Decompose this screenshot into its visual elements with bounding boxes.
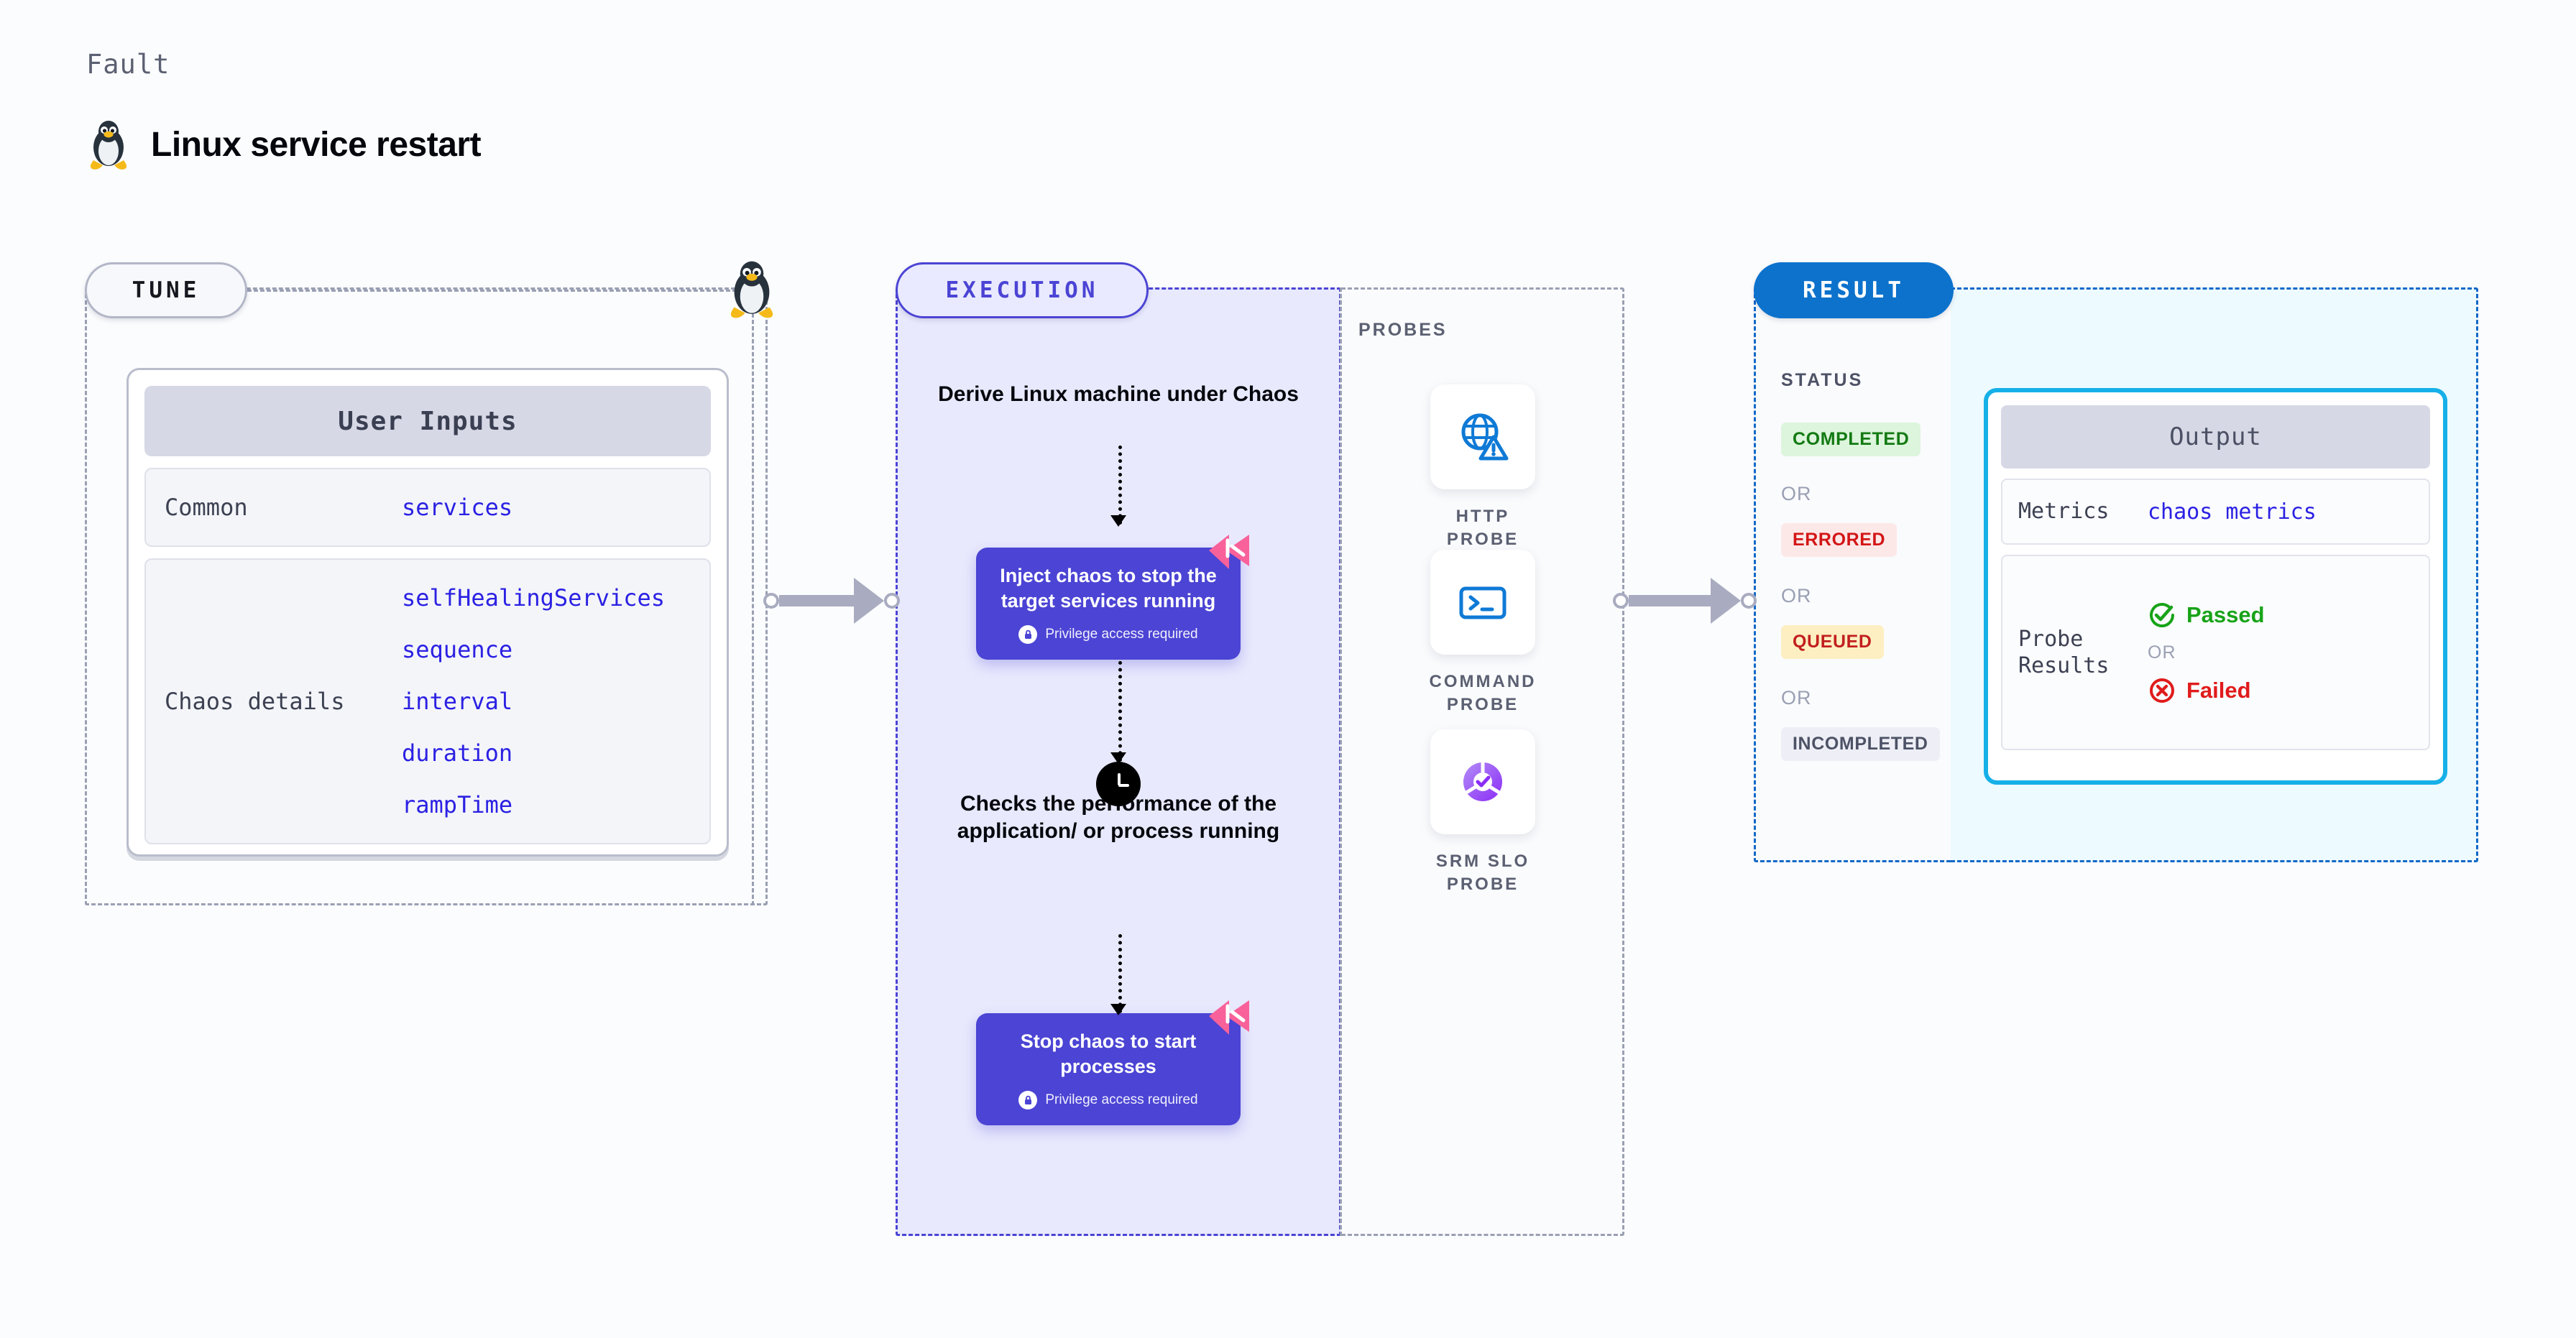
status-badge-completed: COMPLETED xyxy=(1781,423,1921,456)
page-title-row: Linux service restart xyxy=(86,119,482,170)
page-title: Linux service restart xyxy=(151,125,482,164)
tune-input-interval[interactable]: interval xyxy=(402,688,513,715)
connector-tune-to-execution xyxy=(763,578,900,624)
connector-execution-to-result xyxy=(1613,578,1757,624)
probe-caption: COMMAND PROBE xyxy=(1429,672,1537,715)
lock-icon xyxy=(1018,625,1038,645)
node-privilege-note: Privilege access required xyxy=(989,1091,1228,1110)
tune-section-common: Common services xyxy=(144,468,711,547)
terminal-icon xyxy=(1430,550,1535,655)
tune-section-label: Common xyxy=(165,494,248,521)
probe-http[interactable]: HTTP PROBE xyxy=(1425,384,1541,552)
status-badge-queued: QUEUED xyxy=(1781,625,1884,659)
tune-section-label: Chaos details xyxy=(165,688,345,715)
user-inputs-card: User Inputs Common services Chaos detail… xyxy=(126,368,729,857)
check-circle-icon xyxy=(2150,602,2174,627)
node-title: Stop chaos to start processes xyxy=(1020,1030,1197,1078)
stage-pill-execution[interactable]: EXECUTION xyxy=(896,262,1149,318)
lock-icon xyxy=(1018,1091,1038,1110)
probe-caption: SRM SLO PROBE xyxy=(1435,852,1530,895)
probe-caption: HTTP PROBE xyxy=(1446,507,1519,550)
probes-section-label: PROBES xyxy=(1358,320,1448,340)
status-badge-errored: ERRORED xyxy=(1781,523,1898,557)
probe-result-failed-label: Failed xyxy=(2186,677,2251,703)
tune-input-ramptime[interactable]: rampTime xyxy=(402,791,513,818)
tune-input-selfhealingservices[interactable]: selfHealingServices xyxy=(402,584,666,612)
tune-input-services[interactable]: services xyxy=(402,494,513,521)
stage-pill-result[interactable]: RESULT xyxy=(1754,262,1954,318)
page-eyebrow: Fault xyxy=(86,49,170,80)
tune-input-duration[interactable]: duration xyxy=(402,739,513,767)
status-section-label: STATUS xyxy=(1781,370,1864,390)
user-inputs-card-title: User Inputs xyxy=(144,386,711,456)
node-privilege-note: Privilege access required xyxy=(989,625,1228,645)
status-badge-incompleted: INCOMPLETED xyxy=(1781,727,1940,761)
execution-node-inject-chaos[interactable]: Inject chaos to stop the target services… xyxy=(976,535,1249,660)
linux-penguin-marker-icon xyxy=(726,259,778,323)
status-or-label: OR xyxy=(1781,585,1812,606)
tune-input-sequence[interactable]: sequence xyxy=(402,636,513,663)
tune-section-chaos-details: Chaos details selfHealingServices sequen… xyxy=(144,558,711,844)
execution-probes-divider xyxy=(1340,287,1342,1236)
status-or-label: OR xyxy=(1781,687,1812,709)
stage-pill-tune[interactable]: TUNE xyxy=(85,262,247,318)
output-card-title: Output xyxy=(2001,405,2430,469)
probe-result-passed-label: Passed xyxy=(2186,601,2265,627)
node-privilege-label: Privilege access required xyxy=(1045,1092,1198,1108)
harness-chaos-badge-icon xyxy=(1209,535,1249,569)
tune-vertical-line xyxy=(752,287,754,905)
output-probe-results-label: Probe Results xyxy=(2018,626,2110,679)
slo-donut-check-icon xyxy=(1430,729,1535,834)
clock-icon xyxy=(1096,762,1141,806)
linux-penguin-icon xyxy=(86,119,131,170)
x-circle-icon xyxy=(2150,678,2174,703)
probe-command[interactable]: COMMAND PROBE xyxy=(1425,550,1541,717)
output-card: Output Metrics chaos metrics Probe Resul… xyxy=(1984,388,2447,785)
probe-result-passed: Passed xyxy=(2148,601,2265,629)
execution-step-derive-machine: Derive Linux machine under Chaos xyxy=(938,382,1299,406)
probe-result-or-label: OR xyxy=(2148,642,2176,663)
harness-chaos-badge-icon xyxy=(1209,1000,1249,1035)
probe-result-failed: Failed xyxy=(2148,676,2265,705)
node-privilege-label: Privilege access required xyxy=(1045,627,1198,642)
execution-node-stop-chaos[interactable]: Stop chaos to start processes Privilege … xyxy=(976,1000,1249,1126)
probe-srm-slo[interactable]: SRM SLO PROBE xyxy=(1425,729,1541,897)
output-section-metrics: Metrics chaos metrics xyxy=(2001,479,2430,545)
status-or-label: OR xyxy=(1781,483,1812,504)
output-section-probe-results: Probe Results Passed OR Failed xyxy=(2001,555,2430,750)
tune-connector-line xyxy=(247,290,743,292)
node-title: Inject chaos to stop the target services… xyxy=(1000,565,1217,612)
globe-warning-icon xyxy=(1430,384,1535,489)
output-metrics-value[interactable]: chaos metrics xyxy=(2148,499,2317,525)
output-metrics-label: Metrics xyxy=(2018,499,2110,525)
